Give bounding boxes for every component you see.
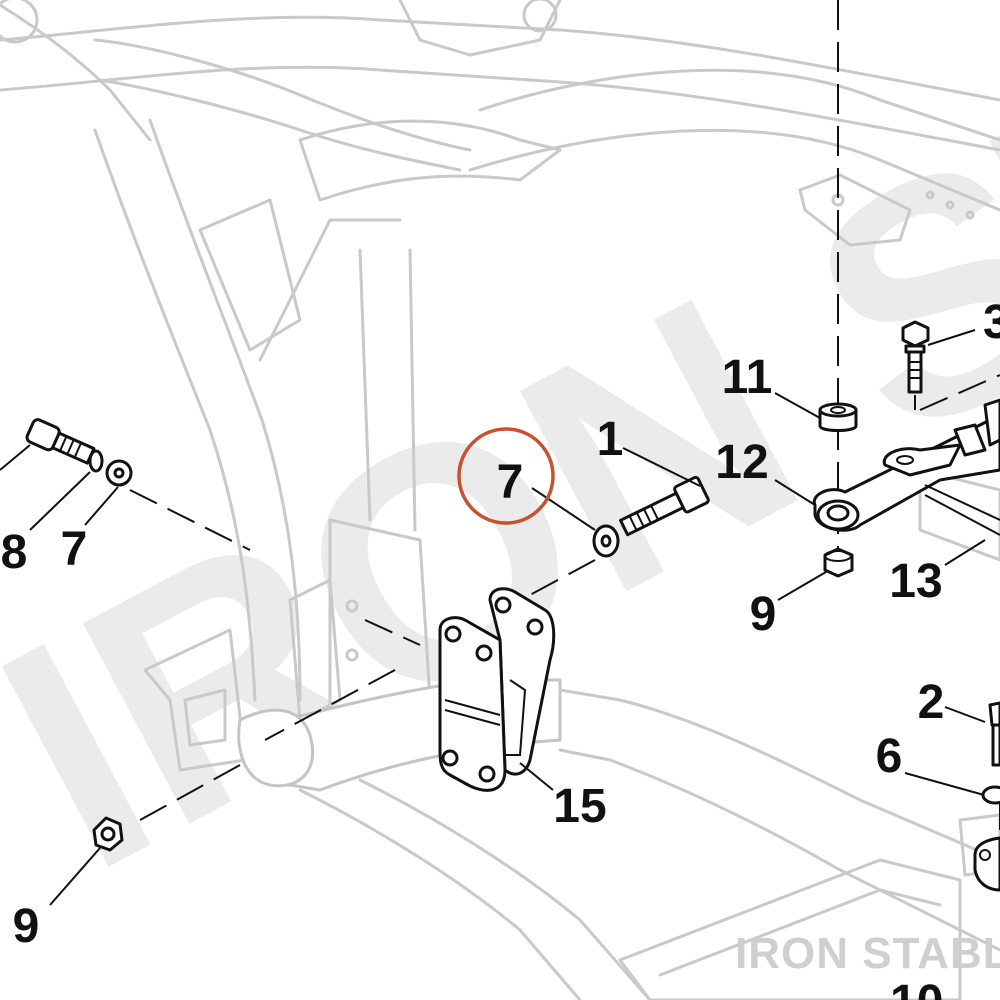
- nut-11: [818, 402, 858, 432]
- callout-11: 11: [722, 351, 773, 404]
- leader-6: [904, 772, 985, 796]
- callout-13: 13: [889, 555, 942, 608]
- callout-10-partial: 10: [890, 976, 943, 1000]
- leader-15: [519, 762, 554, 791]
- nut-9-left: [92, 816, 124, 852]
- brand-mark: IRON STABLE: [735, 929, 1000, 978]
- leader-lines: [0, 329, 986, 906]
- mount-axis-line-b: [264, 669, 396, 741]
- washer-7-left: [105, 459, 133, 487]
- bolt3-axis-line-b: [919, 374, 1000, 411]
- leader-13: [944, 539, 986, 566]
- bolt1-axis-line: [529, 559, 596, 596]
- highlight-circle: [457, 427, 555, 525]
- callout-1: 1: [597, 413, 624, 466]
- leader-7-left: [84, 486, 119, 526]
- washer-6: [981, 785, 1000, 805]
- leader-8: [29, 471, 91, 531]
- linkage-rod-13: [812, 398, 1000, 536]
- mount-axis-line-a: [364, 619, 421, 646]
- callout-9-right: 9: [750, 588, 777, 641]
- callout-15: 15: [553, 780, 606, 833]
- callout-8: 8: [1, 526, 28, 579]
- washer-7: [592, 524, 620, 558]
- nut-9-right: [823, 547, 854, 578]
- callout-7-highlighted: 7: [497, 456, 524, 509]
- callout-2: 2: [918, 676, 945, 729]
- callout-7-left: 7: [61, 523, 88, 576]
- bolt-3: [901, 320, 930, 394]
- leader-2: [944, 706, 986, 723]
- bolt8-axis-line: [129, 489, 251, 551]
- nut9-axis-line: [139, 764, 241, 821]
- lower-right-mount: [973, 836, 1000, 892]
- leader-12: [774, 479, 816, 506]
- callout-12: 12: [715, 436, 768, 489]
- leader-11: [774, 392, 821, 419]
- leader-9-right: [777, 571, 827, 601]
- callout-3: 3: [983, 296, 1000, 349]
- bolt-2: [988, 701, 1000, 767]
- lock-washer-8: [88, 449, 104, 473]
- leader-9-left: [49, 847, 101, 906]
- leader-7: [531, 487, 596, 531]
- leader-1: [622, 447, 701, 487]
- mount-bracket-15: [438, 587, 556, 792]
- callout-labels: 1 7 8 7 15 9 3 11 12 9 13 2 6 10: [1, 296, 1000, 1000]
- callout-9-left: 9: [13, 900, 40, 953]
- leader-left-edge: [0, 444, 31, 471]
- bolt-8: [25, 418, 96, 465]
- callout-6: 6: [876, 730, 903, 783]
- leader-3: [927, 329, 976, 346]
- assembly-lines: [129, 0, 1000, 860]
